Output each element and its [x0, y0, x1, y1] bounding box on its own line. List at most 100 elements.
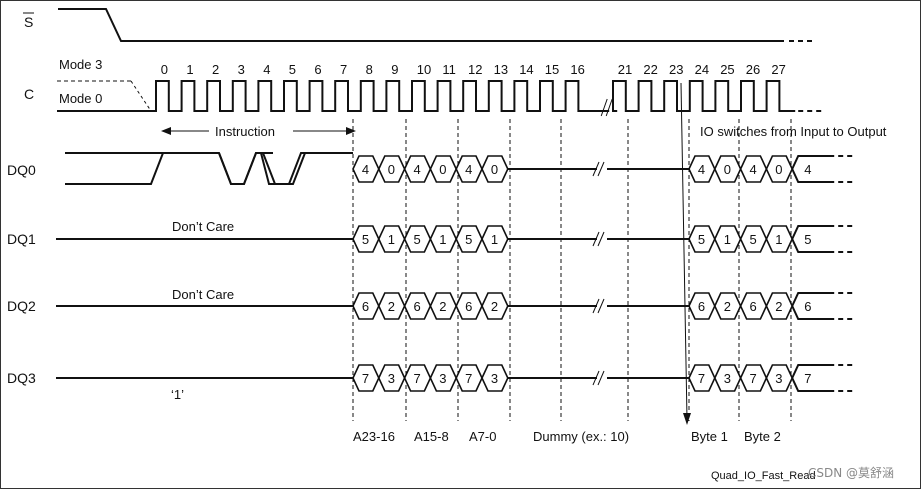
- clock-waveform: [57, 80, 823, 117]
- dq2-addr-value: 2: [439, 299, 446, 314]
- io-switch-label: IO switches from Input to Output: [700, 124, 887, 139]
- dq2-data-value: 6: [698, 299, 705, 314]
- dq1-addr-cell: [481, 225, 509, 253]
- c-label: C: [24, 86, 34, 102]
- mode0-label: Mode 0: [59, 91, 102, 106]
- dq1-data-value: 1: [724, 232, 731, 247]
- dq3-addr-value: 3: [439, 371, 446, 386]
- clock-number: 6: [314, 62, 321, 77]
- phase-dummy: Dummy (ex.: 10): [533, 429, 629, 444]
- dq1-data-value: 1: [775, 232, 782, 247]
- clock-number: 5: [289, 62, 296, 77]
- dq0-data-value: 0: [724, 162, 731, 177]
- dq0-instruction-waveform: [65, 152, 353, 185]
- dq3-addr-cell: [481, 364, 509, 392]
- dq0-addr-value: 4: [414, 162, 421, 177]
- dq2-addr-value: 6: [362, 299, 369, 314]
- dq2-addr-value: 6: [465, 299, 472, 314]
- dq3-label: DQ3: [7, 370, 36, 386]
- dq0-addr-value: 0: [388, 162, 395, 177]
- clock-number: 14: [519, 62, 533, 77]
- dont-care-label-dq1: Don’t Care: [172, 219, 234, 234]
- clock-number: 26: [746, 62, 760, 77]
- clock-number: 16: [570, 62, 584, 77]
- dq3-tail-value: 7: [804, 371, 811, 386]
- dq1-tail-value: 5: [804, 232, 811, 247]
- figure-caption: Quad_IO_Fast_Read: [711, 470, 816, 482]
- dq3-data-value: 3: [724, 371, 731, 386]
- s-bar-waveform: [58, 8, 816, 42]
- dq1-label: DQ1: [7, 231, 36, 247]
- phase-byte2: Byte 2: [744, 429, 781, 444]
- phase-a7-0: A7-0: [469, 429, 496, 444]
- s-bar-label: S: [24, 14, 33, 30]
- dq1-data-value: 5: [750, 232, 757, 247]
- io-switch-arrow: [680, 82, 691, 425]
- phase-byte1: Byte 1: [691, 429, 728, 444]
- watermark-text: CSDN @莫舒涵: [808, 466, 894, 480]
- dq1-addr-value: 5: [465, 232, 472, 247]
- clock-number: 2: [212, 62, 219, 77]
- clock-number: 8: [366, 62, 373, 77]
- dq3-addr-value: 7: [362, 371, 369, 386]
- dq3-addr-value: 7: [465, 371, 472, 386]
- one-label-dq3: ‘1’: [171, 387, 184, 402]
- dq0-data-value: 0: [775, 162, 782, 177]
- dq2-data-value: 6: [750, 299, 757, 314]
- clock-number: 0: [161, 62, 168, 77]
- dq3-data-value: 3: [775, 371, 782, 386]
- dq1-addr-value: 1: [388, 232, 395, 247]
- instruction-span-arrow: [161, 127, 356, 135]
- clock-number: 12: [468, 62, 482, 77]
- dq2-data-value: 2: [775, 299, 782, 314]
- dq3-data-value: 7: [698, 371, 705, 386]
- dq3-addr-value: 3: [388, 371, 395, 386]
- dq1-addr-value: 1: [439, 232, 446, 247]
- clock-number: 27: [771, 62, 785, 77]
- dq1-data-value: 5: [698, 232, 705, 247]
- clock-number: 4: [263, 62, 270, 77]
- phase-a15-8: A15-8: [414, 429, 449, 444]
- dq0-label: DQ0: [7, 162, 36, 178]
- phase-a23-16: A23-16: [353, 429, 395, 444]
- dq-idle-lines: [56, 238, 353, 379]
- clock-number: 22: [643, 62, 657, 77]
- clock-number: 3: [238, 62, 245, 77]
- clock-number: 15: [545, 62, 559, 77]
- dq3-addr-value: 3: [491, 371, 498, 386]
- dq2-addr-cell: [481, 292, 509, 320]
- dq0-addr-value: 0: [491, 162, 498, 177]
- dq0-addr-value: 0: [439, 162, 446, 177]
- dq2-addr-value: 2: [491, 299, 498, 314]
- clock-number: 11: [442, 62, 456, 77]
- dq1-addr-value: 1: [491, 232, 498, 247]
- mode3-label: Mode 3: [59, 57, 102, 72]
- dq0-addr-value: 4: [465, 162, 472, 177]
- clock-number: 1: [186, 62, 193, 77]
- dq3-lane: 7 3 7 3 7 3 7 3 7 3 7: [352, 364, 855, 392]
- clock-number: 21: [618, 62, 632, 77]
- instruction-label: Instruction: [215, 124, 275, 139]
- clock-number: 23: [669, 62, 683, 77]
- clock-number: 7: [340, 62, 347, 77]
- dq0-data-value: 4: [698, 162, 705, 177]
- clock-number: 25: [720, 62, 734, 77]
- dont-care-label-dq2: Don’t Care: [172, 287, 234, 302]
- dq3-data-value: 7: [750, 371, 757, 386]
- dq0-addr-cell: [481, 155, 509, 183]
- dq2-data-value: 2: [724, 299, 731, 314]
- dq1-addr-value: 5: [362, 232, 369, 247]
- dq0-tail-value: 4: [804, 162, 811, 177]
- dq3-addr-value: 7: [414, 371, 421, 386]
- dq0-data-value: 4: [750, 162, 757, 177]
- dq2-label: DQ2: [7, 298, 36, 314]
- dq2-addr-value: 2: [388, 299, 395, 314]
- dq2-addr-value: 6: [414, 299, 421, 314]
